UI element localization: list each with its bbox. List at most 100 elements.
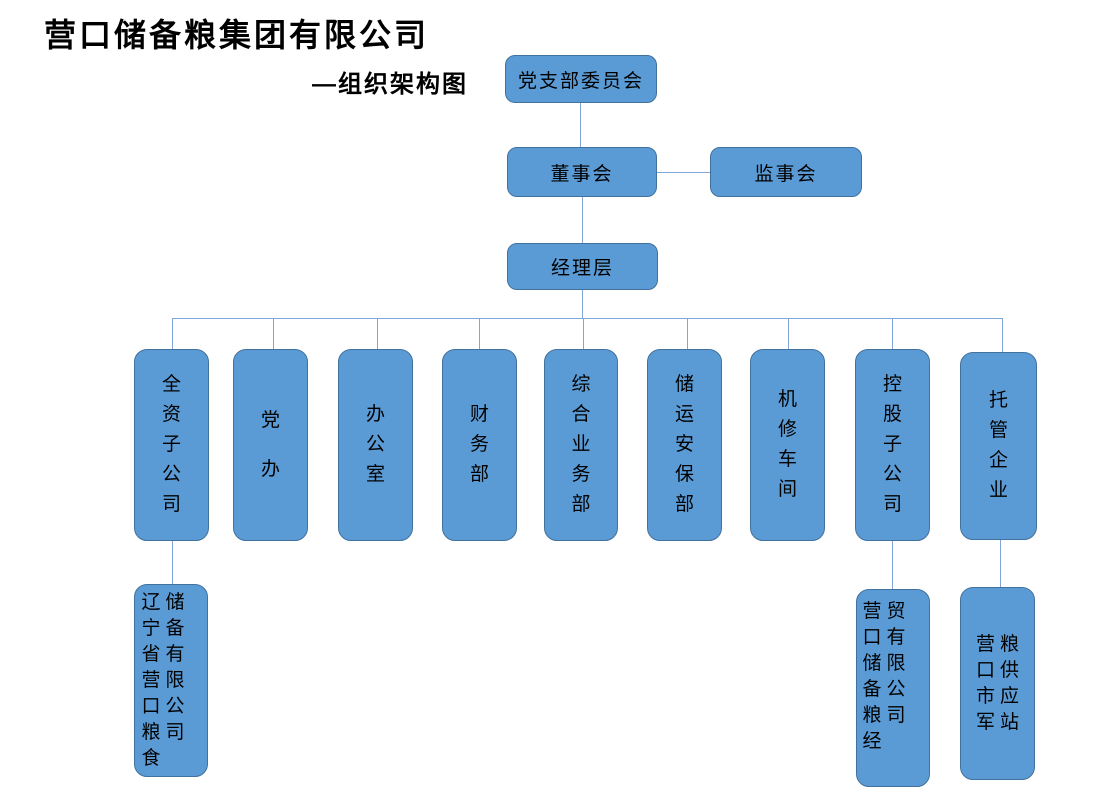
vertical-label-char: 限 — [886, 653, 906, 674]
connector-board-to-management — [582, 197, 583, 243]
vertical-label: 辽宁省营口粮食储备有限公司 — [141, 591, 185, 769]
vertical-label-char: 备 — [165, 617, 185, 639]
org-node-label: 董事会 — [550, 163, 614, 185]
vertical-label-char: 贸 — [886, 601, 906, 622]
vertical-label-char: 合 — [571, 404, 591, 425]
vertical-label: 控股子公司 — [883, 375, 903, 515]
vertical-label-char: 粮 — [999, 633, 1019, 655]
vertical-label: 营口市军粮供应站 — [975, 633, 1020, 733]
vertical-label: 营口储备粮经贸有限公司 — [862, 602, 906, 752]
page-title: 营口储备粮集团有限公司 — [44, 17, 430, 53]
vertical-label-char: 有 — [165, 643, 185, 665]
vertical-label-char: 安 — [674, 434, 694, 455]
org-node-machine-repair-workshop: 机修车间 — [750, 349, 825, 541]
org-node-storage-transport-security-department: 储运安保部 — [647, 349, 722, 541]
org-node-general-office: 办公室 — [338, 349, 413, 541]
vertical-label-column: 贸有限公司 — [886, 602, 906, 752]
vertical-label-char: 营 — [862, 601, 882, 622]
vertical-label-char: 公 — [886, 679, 906, 700]
vertical-label-column: 营口市军 — [975, 634, 996, 733]
vertical-label-char: 经 — [862, 731, 882, 752]
vertical-label-column: 控股子公司 — [883, 375, 903, 515]
org-node-party-office: 党办 — [233, 349, 308, 541]
vertical-label: 党办 — [260, 410, 281, 480]
vertical-label-char: 修 — [777, 419, 797, 440]
vertical-label-char: 保 — [674, 464, 694, 485]
connector-drop-entrusted-enterprise — [1002, 318, 1003, 352]
connector-party-committee-to-board — [580, 103, 581, 147]
vertical-label-column: 综合业务部 — [571, 375, 591, 515]
connector-board-to-supervisory — [657, 172, 710, 173]
org-node-holding-subsidiary: 控股子公司 — [855, 349, 930, 541]
connector-wholly-owned-to-liaoning-co — [172, 541, 173, 584]
vertical-label-column: 粮供应站 — [999, 633, 1020, 733]
vertical-label-char: 机 — [777, 389, 797, 410]
vertical-label-char: 企 — [988, 450, 1008, 471]
vertical-label-char: 有 — [886, 627, 906, 648]
vertical-label: 办公室 — [366, 405, 386, 485]
vertical-label: 综合业务部 — [571, 375, 591, 515]
vertical-label-char: 室 — [365, 464, 385, 485]
vertical-label-char: 司 — [165, 721, 185, 743]
vertical-label: 全资子公司 — [162, 375, 182, 515]
vertical-label-char: 口 — [141, 695, 161, 717]
vertical-label-char: 办 — [260, 458, 280, 480]
vertical-label-char: 管 — [988, 420, 1008, 441]
vertical-label-char: 储 — [862, 653, 882, 674]
vertical-label-column: 财务部 — [470, 405, 490, 485]
connector-drop-finance — [479, 318, 480, 349]
vertical-label-char: 间 — [777, 479, 797, 500]
vertical-label-char: 公 — [161, 464, 181, 485]
vertical-label-column: 党办 — [260, 410, 281, 480]
vertical-label-char: 公 — [882, 464, 902, 485]
page-subtitle: —组织架构图 — [312, 71, 468, 98]
vertical-label-char: 司 — [886, 705, 906, 726]
vertical-label-char: 备 — [862, 679, 882, 700]
vertical-label-char: 宁 — [141, 617, 161, 639]
vertical-label-char: 供 — [999, 659, 1019, 681]
vertical-label-char: 司 — [161, 494, 181, 515]
connector-drop-general-office — [377, 318, 378, 349]
vertical-label-char: 营 — [141, 669, 161, 691]
vertical-label-char: 军 — [975, 711, 995, 733]
vertical-label-column: 托管企业 — [989, 391, 1009, 501]
vertical-label-char: 储 — [165, 591, 185, 613]
connector-holding-to-trade-co — [892, 541, 893, 589]
vertical-label-char: 务 — [571, 464, 591, 485]
vertical-label-char: 粮 — [862, 705, 882, 726]
vertical-label: 财务部 — [470, 405, 490, 485]
vertical-label-char: 子 — [161, 434, 181, 455]
vertical-label-char: 子 — [882, 434, 902, 455]
connector-drop-holding-subsidiary — [892, 318, 893, 349]
connector-management-to-bus — [582, 290, 583, 318]
vertical-label-char: 资 — [161, 404, 181, 425]
org-node-management-level: 经理层 — [507, 243, 658, 290]
vertical-label-column: 全资子公司 — [162, 375, 182, 515]
org-node-wholly-owned-subsidiary: 全资子公司 — [134, 349, 209, 541]
vertical-label-char: 站 — [999, 711, 1019, 733]
vertical-label-char: 粮 — [141, 721, 161, 743]
vertical-label-char: 综 — [571, 374, 591, 395]
org-node-liaoning-yingkou-grain-reserve-co: 辽宁省营口粮食储备有限公司 — [134, 584, 208, 777]
org-node-entrusted-enterprise: 托管企业 — [960, 352, 1037, 540]
org-node-finance-department: 财务部 — [442, 349, 517, 541]
vertical-label-column: 储备有限公司 — [165, 591, 185, 769]
vertical-label-char: 全 — [161, 374, 181, 395]
vertical-label-char: 限 — [165, 669, 185, 691]
vertical-label-column: 辽宁省营口粮食 — [141, 592, 161, 769]
vertical-label-char: 口 — [862, 627, 882, 648]
org-node-yingkou-military-grain-supply-station: 营口市军粮供应站 — [960, 587, 1035, 780]
vertical-label-char: 公 — [165, 695, 185, 717]
vertical-label-char: 口 — [975, 659, 995, 681]
vertical-label-char: 部 — [674, 494, 694, 515]
vertical-label-column: 储运安保部 — [675, 375, 695, 515]
org-node-supervisory-board: 监事会 — [710, 147, 862, 197]
connector-drop-wholly-owned — [172, 318, 173, 349]
org-node-label: 监事会 — [754, 163, 818, 185]
org-node-label: 党支部委员会 — [517, 70, 644, 92]
vertical-label-char: 财 — [469, 404, 489, 425]
vertical-label-column: 机修车间 — [778, 390, 798, 500]
vertical-label-char: 托 — [988, 390, 1008, 411]
connector-drop-machine-repair — [788, 318, 789, 349]
